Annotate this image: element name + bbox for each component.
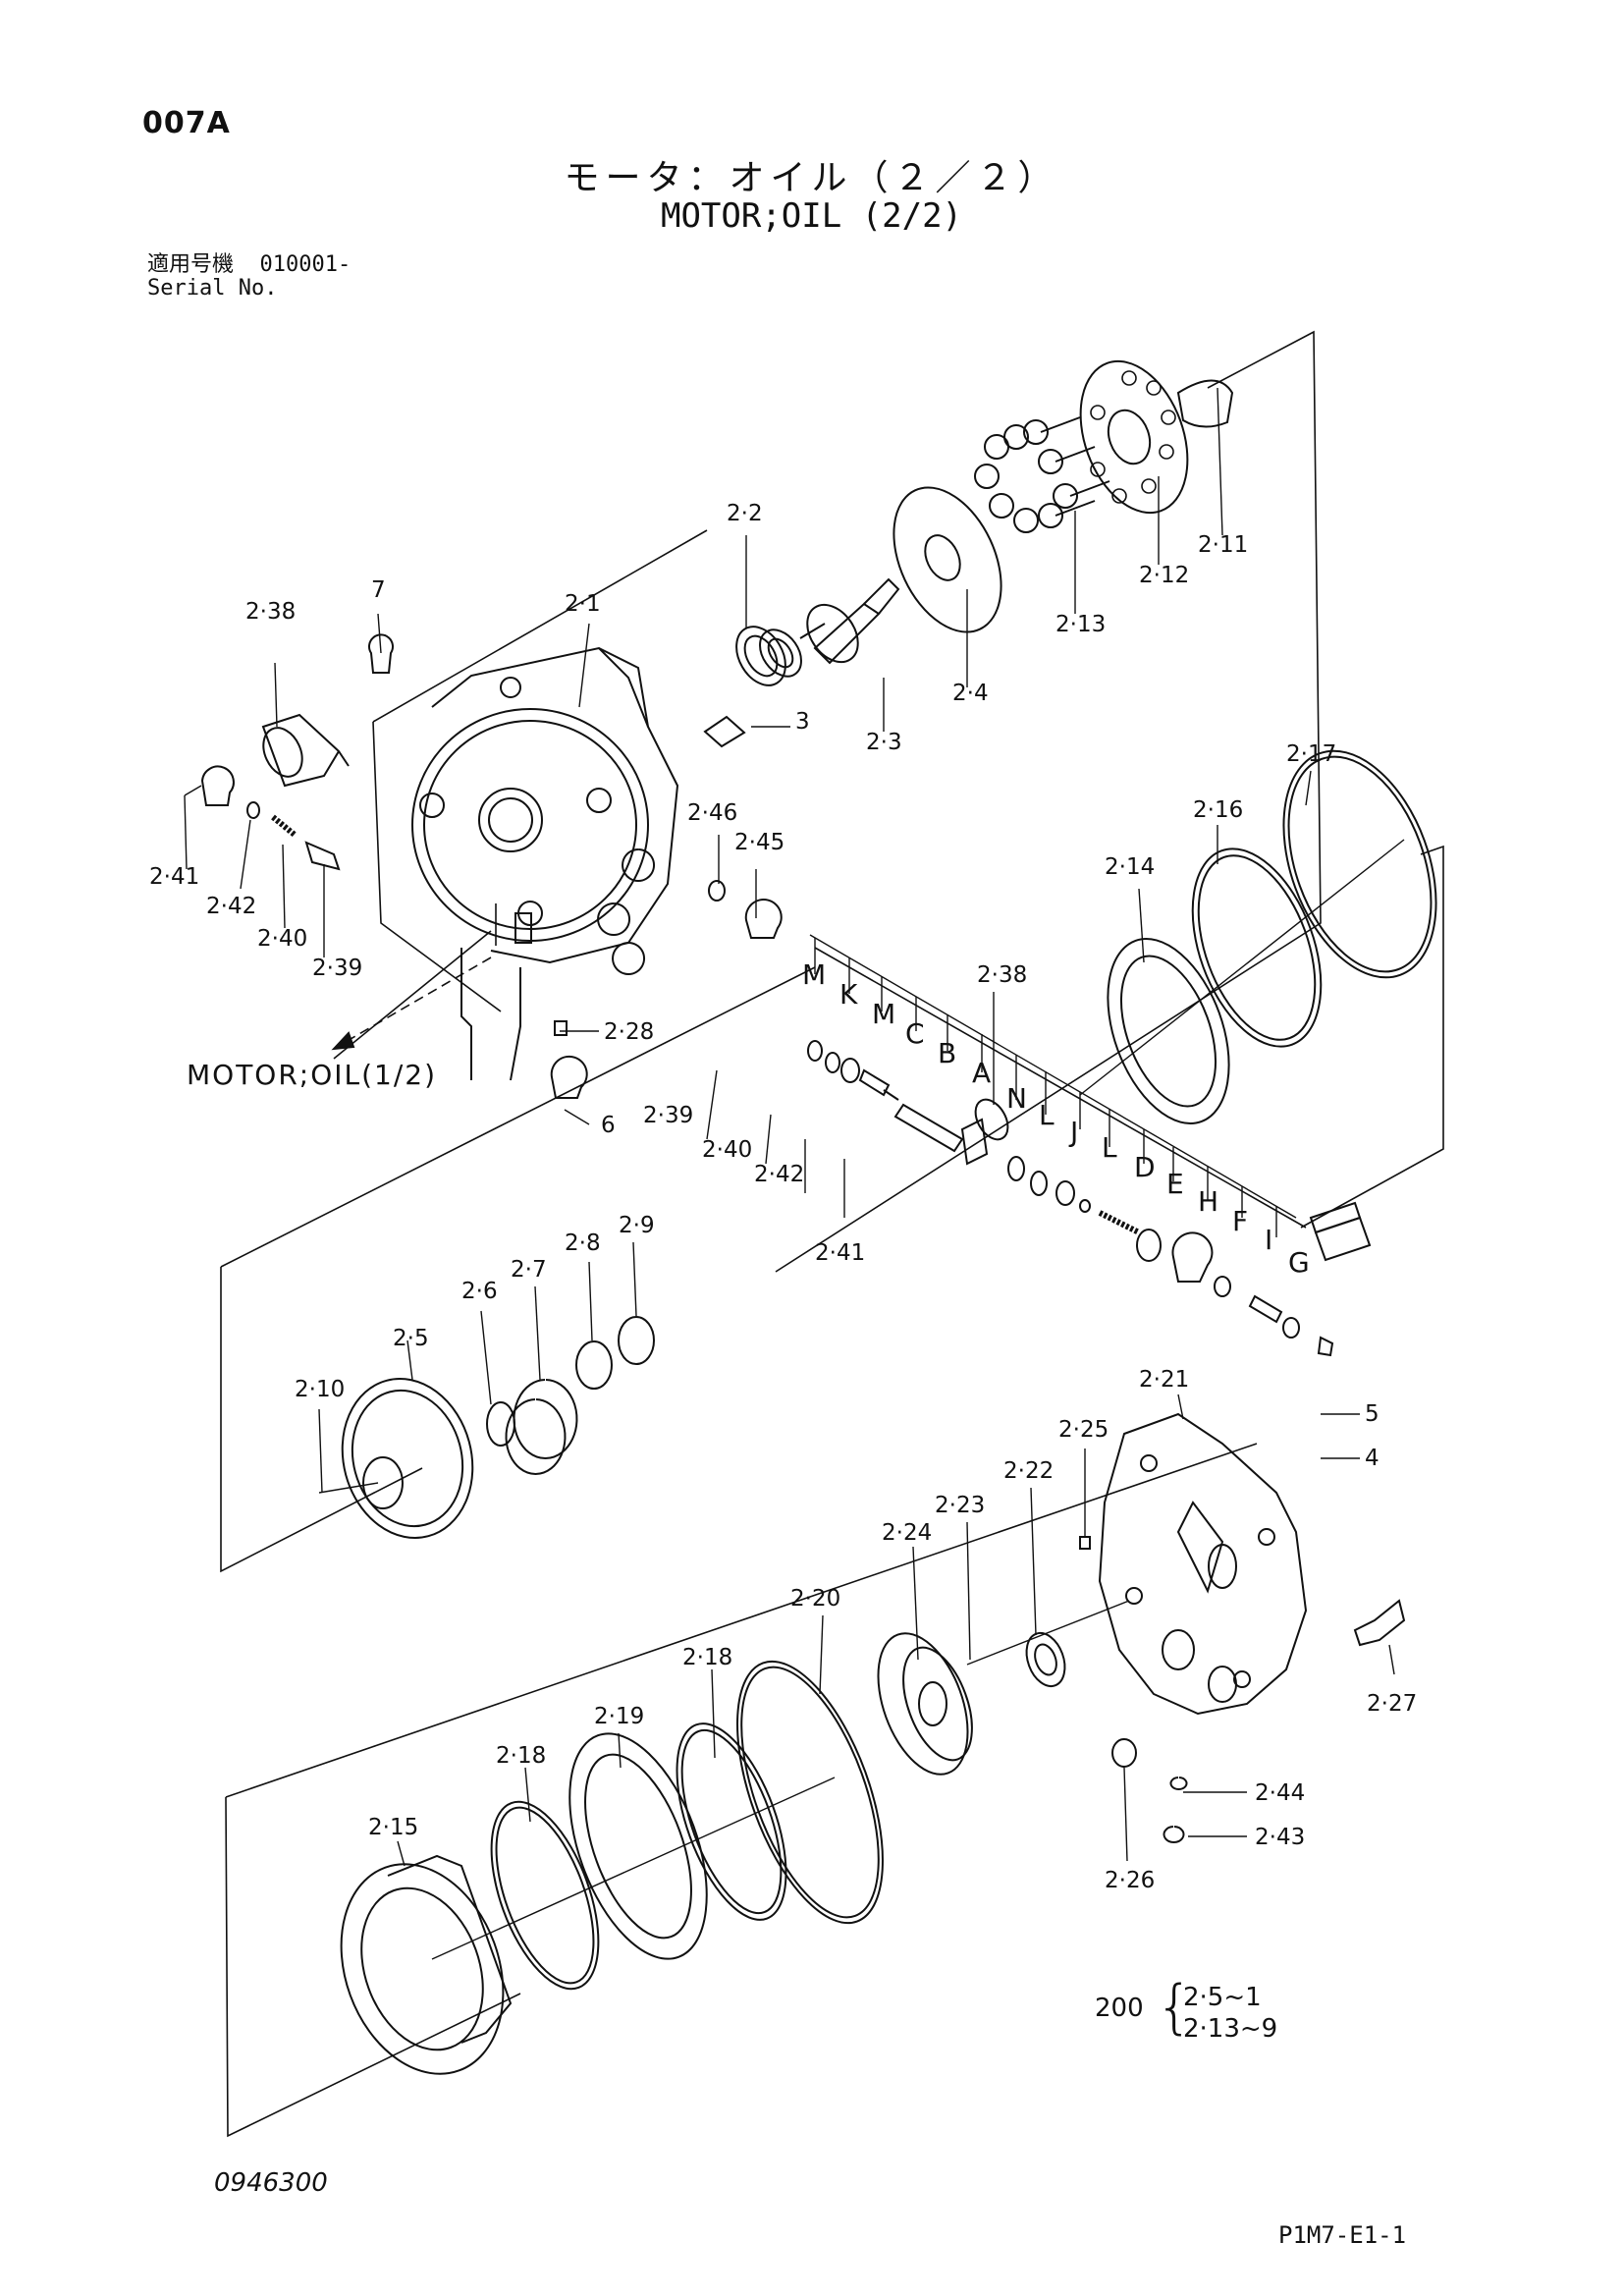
- part-label: 2·16: [1193, 797, 1243, 823]
- part-label: 2·2: [727, 501, 763, 526]
- reference-arrow: [331, 957, 492, 1051]
- valve-label: N: [1006, 1082, 1027, 1115]
- upper-left-small-parts: [200, 633, 783, 1099]
- part-label: 2·3: [866, 730, 902, 755]
- gear-assembly: [318, 1316, 655, 1539]
- part-label: 2·27: [1367, 1691, 1417, 1717]
- valve-label: J: [1068, 1116, 1078, 1148]
- part-label: 2·40: [702, 1137, 752, 1163]
- brake-rings: [1079, 749, 1437, 1124]
- document-number: 0946300: [214, 2168, 328, 2198]
- lower-rings-and-piston: [340, 1660, 884, 2075]
- valve-label: I: [1265, 1224, 1272, 1256]
- cross-reference-label: MOTOR;OIL(1/2): [187, 1059, 437, 1091]
- part-label: 2·14: [1105, 854, 1155, 880]
- valve-label: C: [905, 1017, 925, 1050]
- part-labels: 2·1 2·2 2·3 2·4 2·5 2·6 2·7 2·8 2·9 2·10…: [149, 501, 1417, 1893]
- page-code: 007A: [142, 106, 231, 140]
- shaft-seal: [735, 626, 786, 686]
- valve-plate-and-bearing: [877, 1600, 1130, 1776]
- valve-letter-labels: M K M C B A N L J L D E H F I G: [802, 958, 1310, 1279]
- valve-label: M: [872, 998, 895, 1030]
- part-label: 4: [1365, 1446, 1380, 1471]
- valve-label: F: [1232, 1205, 1248, 1237]
- part-label: 2·12: [1139, 563, 1189, 588]
- part-label: 2·28: [604, 1019, 654, 1045]
- part-label: 2·17: [1286, 741, 1336, 767]
- part-label: 2·42: [754, 1162, 804, 1187]
- part-label: 2·7: [511, 1257, 547, 1283]
- valve-label: K: [839, 978, 858, 1011]
- serial-label-en: Serial No.: [147, 276, 278, 301]
- page-reference: P1M7-E1-1: [1278, 2221, 1407, 2249]
- part-label: 2·18: [496, 1743, 546, 1769]
- page-title-english: MOTOR;OIL (2/2): [660, 196, 963, 236]
- serial-label-jp: 適用号機: [147, 252, 235, 277]
- part-label: 2·10: [295, 1377, 345, 1402]
- part-label: 2·39: [312, 956, 362, 981]
- spherical-bush: [1176, 379, 1234, 428]
- motor-housing: [411, 646, 679, 1081]
- part-label: 2·42: [206, 894, 256, 919]
- part-label: 2·18: [682, 1645, 732, 1670]
- part-label: 2·44: [1255, 1780, 1305, 1806]
- part-label: 2·21: [1139, 1367, 1189, 1393]
- retainer-plate: [1079, 359, 1189, 515]
- leader-lines: [184, 387, 1395, 1867]
- page-title-japanese: モータ：オイル（２／２）: [564, 158, 1059, 198]
- part-label: 2·43: [1255, 1825, 1305, 1850]
- part-label: 2·38: [245, 599, 296, 625]
- part-label: 2·5: [393, 1326, 429, 1351]
- valve-label: M: [802, 958, 826, 991]
- part-label: 2·9: [619, 1213, 655, 1238]
- part-label: 2·6: [461, 1279, 498, 1304]
- rear-cover: [1079, 1201, 1406, 1843]
- valve-label: G: [1288, 1246, 1310, 1279]
- piston-set: [974, 416, 1110, 533]
- part-label: 2·38: [977, 962, 1027, 988]
- valve-label: A: [972, 1057, 991, 1089]
- part-label: 2·46: [687, 800, 737, 826]
- valve-parts-chain: [807, 934, 1334, 1357]
- part-label: 3: [795, 709, 810, 735]
- assembly-item: 2·5~1: [1183, 1983, 1262, 2012]
- valve-label: E: [1166, 1168, 1184, 1200]
- part-label: 2·39: [643, 1103, 693, 1128]
- valve-label: D: [1134, 1151, 1156, 1183]
- part-label: 5: [1365, 1401, 1380, 1427]
- part-label: 2·20: [790, 1586, 840, 1612]
- thrust-plate: [893, 486, 1002, 633]
- part-label: 7: [371, 577, 386, 603]
- valve-label: L: [1039, 1099, 1055, 1131]
- part-label: 2·19: [594, 1704, 644, 1729]
- part-label: 2·13: [1055, 612, 1106, 637]
- part-label: 2·1: [565, 591, 601, 617]
- drive-shaft: [759, 577, 900, 678]
- valve-label: L: [1102, 1131, 1117, 1164]
- part-label: 2·40: [257, 926, 307, 952]
- serial-value: 010001-: [259, 252, 352, 277]
- valve-label: B: [938, 1037, 956, 1069]
- part-label: 2·4: [952, 681, 989, 706]
- part-label: 2·24: [882, 1520, 932, 1546]
- part-label: 2·8: [565, 1230, 601, 1256]
- valve-label: H: [1198, 1185, 1218, 1218]
- assembly-number: 200: [1095, 1994, 1144, 2023]
- part-label: 2·23: [935, 1493, 985, 1518]
- serial-applicability: 適用号機 010001- Serial No.: [147, 253, 351, 301]
- part-label: 6: [601, 1113, 616, 1138]
- part-label: 2·25: [1058, 1417, 1109, 1443]
- part-label: 2·41: [149, 864, 199, 890]
- part-label: 2·22: [1003, 1458, 1054, 1484]
- brace-icon: {: [1156, 1973, 1194, 2042]
- part-label: 2·45: [734, 830, 784, 855]
- part-label: 2·11: [1198, 532, 1248, 558]
- part-label: 2·26: [1105, 1868, 1155, 1893]
- assembly-item: 2·13~9: [1183, 2014, 1278, 2044]
- part-label: 2·15: [368, 1815, 418, 1840]
- part-label: 2·41: [815, 1240, 865, 1266]
